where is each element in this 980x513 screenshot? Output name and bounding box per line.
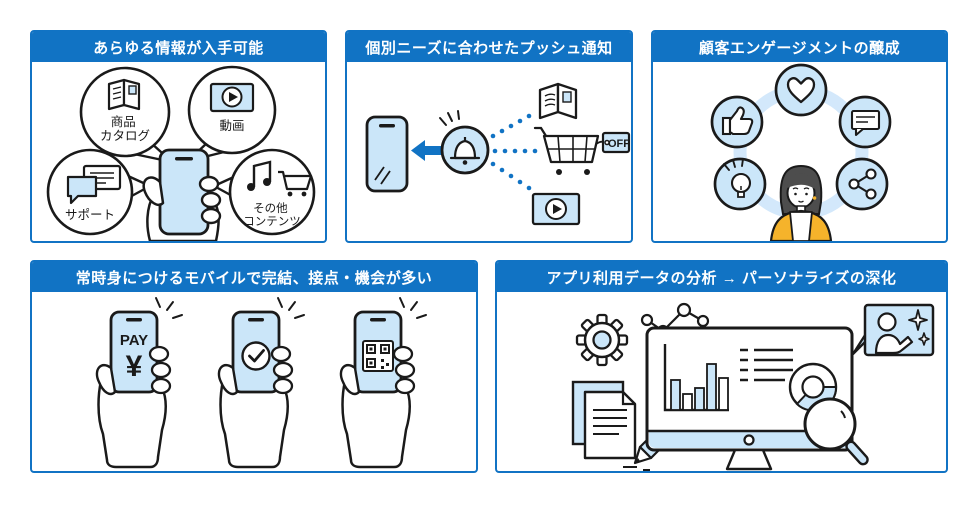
hand-phone-pay: PAY ¥ <box>95 296 184 469</box>
bubble-label-line: カタログ <box>100 129 150 143</box>
phone-icon <box>365 115 409 193</box>
magnifier-icon <box>803 397 869 466</box>
thumbs-up-icon <box>710 95 764 149</box>
support-chat-icon <box>66 164 122 205</box>
documents-icon <box>571 380 637 460</box>
panel-engagement-title: 顧客エンゲージメントの醸成 <box>653 32 946 62</box>
catalog-bubble: 商品 カタログ <box>79 66 174 164</box>
comment-icon <box>838 95 892 149</box>
svg-text:商品 カタログ: 商品 カタログ <box>100 114 150 143</box>
bell-icon <box>439 110 490 175</box>
dotted-links <box>490 113 538 191</box>
panel-push-title: 個別ニーズに合わせたプッシュ通知 <box>347 32 631 62</box>
bar-chart-icon <box>663 344 729 412</box>
off-label: OFF <box>608 138 630 150</box>
video-icon <box>209 82 255 113</box>
support-bubble: サポート <box>46 148 152 236</box>
other-content-icon <box>247 160 313 197</box>
share-icon <box>835 157 889 211</box>
svg-text:動画: 動画 <box>219 119 244 133</box>
svg-text:その他 コンテンツ: その他 コンテンツ <box>243 202 301 228</box>
panel-mobile: 常時身につけるモバイルで完結、接点・機会が多い PAY ¥ <box>30 260 478 473</box>
push-illustration: OFF <box>365 82 630 226</box>
report-lines-icon <box>740 348 793 382</box>
hand-phone-check <box>217 296 306 469</box>
panel-all-info: あらゆる情報が入手可能 商品 カタログ <box>30 30 327 243</box>
gear-icon <box>575 313 629 367</box>
panel-analytics: アプリ利用データの分析 → パーソナライズの深化 <box>495 260 948 473</box>
bubble-label-line: 動画 <box>219 119 244 133</box>
heart-icon <box>774 63 828 117</box>
sparkle-icon <box>918 332 930 346</box>
phone-icon <box>158 148 210 236</box>
bubble-label-line: サポート <box>65 208 115 222</box>
off-tag-icon: OFF <box>601 131 630 154</box>
qr-code-icon <box>362 340 394 372</box>
bubble-label-line: その他 <box>253 202 288 215</box>
catalog-icon <box>538 82 578 120</box>
checkmark-icon <box>241 341 271 371</box>
panel-analytics-title: アプリ利用データの分析 → パーソナライズの深化 <box>497 262 946 292</box>
analytics-illustration <box>571 302 935 471</box>
pay-label: PAY <box>120 332 148 349</box>
panel-all-info-title: あらゆる情報が入手可能 <box>32 32 325 62</box>
yen-icon: ¥ <box>126 350 143 383</box>
sparkle-icon <box>908 309 928 331</box>
hand-phone-illustration <box>142 148 222 241</box>
panel-mobile-title: 常時身につけるモバイルで完結、接点・機会が多い <box>32 262 476 292</box>
persona-bubble-icon <box>851 303 935 357</box>
person-avatar <box>769 164 833 241</box>
svg-text:サポート: サポート <box>65 208 115 222</box>
panel-push: 個別ニーズに合わせたプッシュ通知 <box>345 30 633 243</box>
cart-icon <box>533 126 607 175</box>
other-content-bubble: その他 コンテンツ <box>212 148 316 236</box>
video-bubble: 動画 <box>186 65 277 163</box>
video-icon <box>531 192 581 226</box>
all-info-illustration: 商品 カタログ 動画 <box>46 65 316 241</box>
hand-phone-qr <box>339 296 428 469</box>
mobile-illustration: PAY ¥ <box>95 296 428 469</box>
bubble-label-line: 商品 <box>111 114 136 129</box>
panel-engagement: 顧客エンゲージメントの醸成 <box>651 30 948 243</box>
engagement-illustration <box>710 63 892 241</box>
catalog-icon <box>107 78 141 111</box>
bubble-label-line: コンテンツ <box>243 216 301 228</box>
arrow-left-icon <box>411 140 442 161</box>
lightbulb-icon <box>713 157 767 211</box>
